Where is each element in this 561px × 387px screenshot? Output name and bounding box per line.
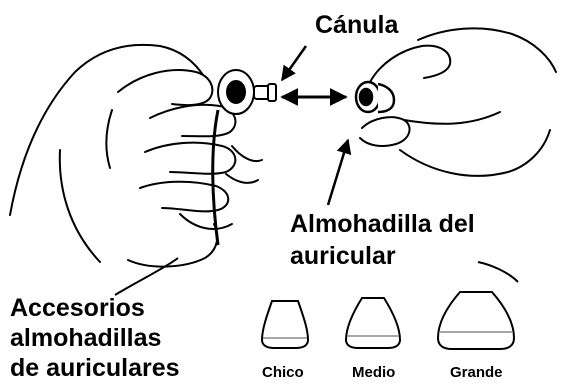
tip-size-medium-icon [346, 298, 400, 348]
tip-size-large-icon [438, 292, 514, 349]
tip-size-medium-label: Medio [352, 365, 395, 380]
accessories-label-line2: almohadillas [10, 326, 161, 351]
earpiece-tip-label-line2: auricular [290, 244, 396, 269]
tip-size-small-label: Chico [262, 365, 304, 380]
tip-size-large-label: Grande [450, 365, 503, 380]
earpiece-tip-icon [356, 82, 394, 112]
tip-pointer [328, 140, 348, 205]
accessories-label-line1: Accesorios [10, 296, 145, 321]
tip-size-small-icon [262, 301, 308, 348]
cannula-pointer [282, 46, 306, 80]
tip-label-leader [478, 262, 518, 282]
earpiece-tip-label-line1: Almohadilla del [290, 212, 475, 237]
cannula-label: Cánula [315, 13, 398, 38]
accessories-label-line3: de auriculares [10, 356, 180, 381]
